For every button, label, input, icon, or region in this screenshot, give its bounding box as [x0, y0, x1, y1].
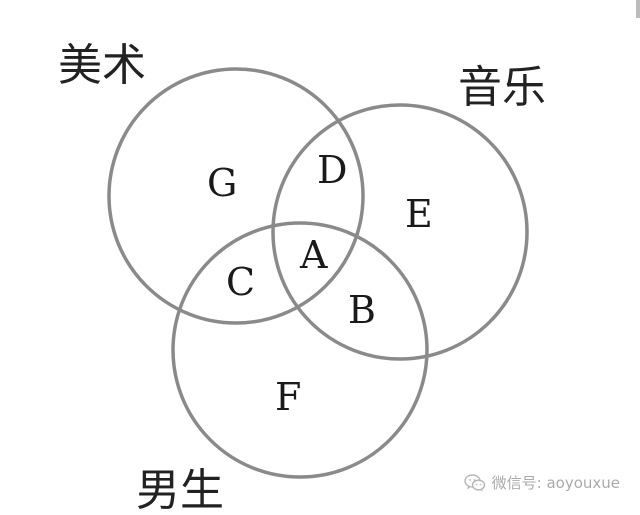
region-label-g: G — [207, 161, 237, 205]
region-label-d: D — [317, 148, 347, 192]
set-label-music: 音乐 — [458, 62, 546, 113]
wechat-watermark: 微信号: aoyouxue — [463, 472, 620, 493]
region-label-b: B — [348, 288, 376, 332]
region-label-e: E — [405, 192, 433, 236]
wechat-icon — [463, 473, 485, 491]
scrollbar[interactable] — [636, 0, 640, 18]
region-label-a: A — [299, 233, 328, 277]
watermark-text: 微信号: aoyouxue — [491, 474, 620, 492]
art-circle — [107, 67, 365, 325]
region-label-f: F — [275, 375, 301, 419]
boys-circle — [171, 221, 429, 479]
music-circle — [271, 103, 529, 361]
set-label-boys: 男生 — [136, 465, 224, 515]
region-label-c: C — [226, 260, 255, 304]
set-label-art: 美术 — [58, 40, 146, 91]
